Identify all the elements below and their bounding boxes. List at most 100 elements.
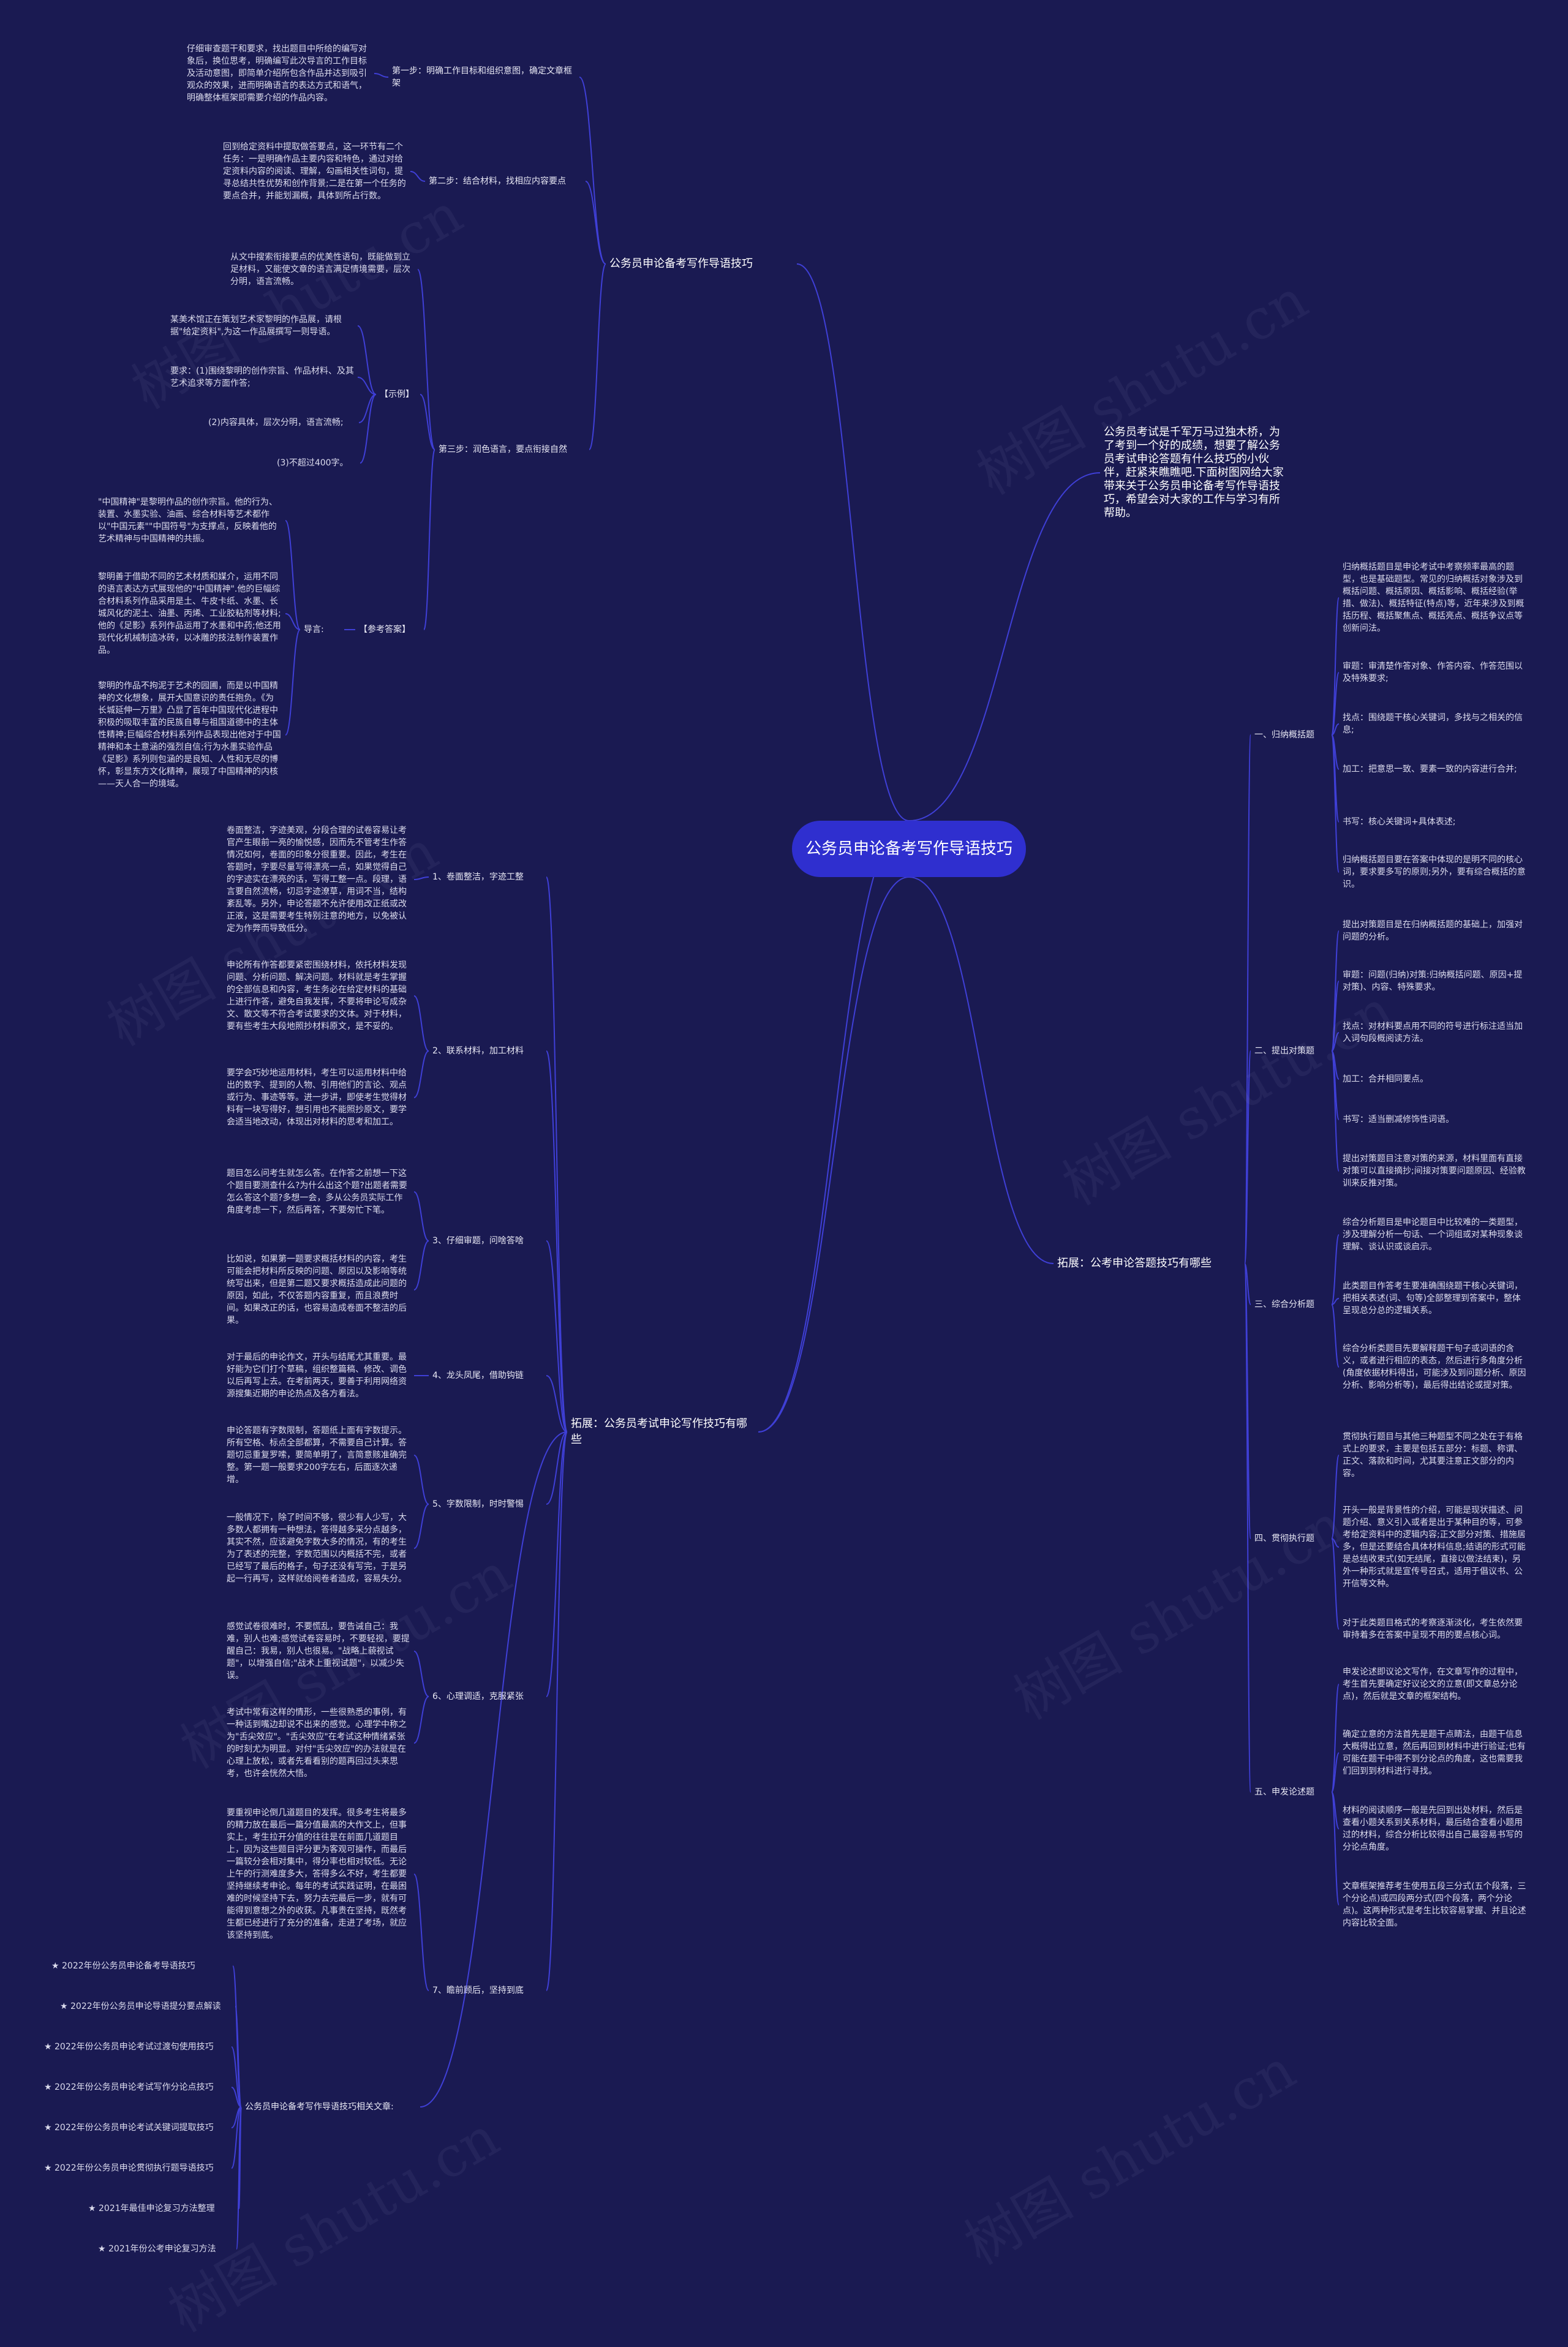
tip4-label[interactable]: 4、龙头凤尾，借助钩链 — [432, 1371, 524, 1381]
answer-para-2: 黎明善于借助不同的艺术材质和媒介，运用不同的语言表达方式展现他的"中国精神".他… — [98, 572, 281, 655]
link-line — [236, 2106, 242, 2250]
link-line — [1331, 981, 1340, 1052]
link-line — [285, 629, 301, 736]
step2-label[interactable]: 第二步：结合材料，找相应内容要点 — [429, 176, 566, 186]
type5-item-4: 文章框架推荐考生使用五段三分式(五个段落，三个分论点)或四段两分式(四个段落，两… — [1343, 1882, 1526, 1928]
related-link-3[interactable]: ★ 2022年份公务员申论考试过渡句使用技巧 — [44, 2042, 214, 2052]
link-line — [413, 1874, 429, 1991]
step3-label[interactable]: 第三步：润色语言，要点衔接自然 — [439, 445, 567, 454]
root-link — [758, 876, 910, 1433]
related-link-2[interactable]: ★ 2022年份公务员申论导语提分要点解读 — [60, 2002, 221, 2011]
type1-item-4: 加工：把意思一致、要素一致的内容进行合并; — [1343, 764, 1517, 774]
link-line — [1244, 1050, 1251, 1264]
link-line — [357, 325, 377, 395]
link-line — [589, 263, 606, 450]
related-link-7[interactable]: ★ 2021年最佳申论复习方法整理 — [88, 2204, 215, 2213]
connector-lines — [231, 73, 1340, 2250]
link-line — [423, 449, 435, 630]
tip4-text-1: 对于最后的申论作文，开头与结尾尤其重要。最好能为它们打个草稿，组织整篇稿、修改、… — [227, 1352, 407, 1399]
link-line — [413, 1191, 429, 1241]
tip5-label[interactable]: 5、字数限制，时时警惕 — [432, 1499, 524, 1509]
link-line — [1331, 1684, 1340, 1793]
link-line — [360, 394, 377, 464]
answer-para-3: 黎明的作品不拘泥于艺术的园圃，而是以中国精神的文化想象，展开大国意识的责任抱负。… — [98, 681, 281, 789]
tip5-text-1: 申论答题有字数限制，答题纸上面有字数提示。所有空格、标点全部都算，不需要自己计算… — [227, 1426, 407, 1485]
step1-label[interactable]: 第一步：明确工作目标和组织意图，确定文章框架 — [392, 66, 572, 88]
link-line — [285, 520, 301, 630]
type1-item-6: 归纳概括题目要在答案中体现的是明不同的核心词，要求要多写的原则;另外，要有综合概… — [1343, 855, 1526, 889]
branch-answer-skills[interactable]: 拓展：公考申论答题技巧有哪些 — [1057, 1257, 1212, 1270]
type4-label[interactable]: 四、贯彻执行题 — [1254, 1534, 1314, 1543]
link-line — [1244, 1263, 1251, 1793]
type5-label[interactable]: 五、申发论述题 — [1254, 1787, 1314, 1797]
guide-label[interactable]: 导言: — [304, 625, 324, 635]
tip2-text-2: 要学会巧妙地运用材料，考生可以运用材料中给出的数字、提到的人物、引用他们的言论、… — [227, 1068, 407, 1127]
type4-item-2: 开头一般是背景性的介绍，可能是现状描述、问题介绍、意义引入或者是出于某种目的等，… — [1343, 1505, 1526, 1589]
answer-label[interactable]: 【参考答案】 — [359, 625, 410, 635]
type2-label[interactable]: 二、提出对策题 — [1254, 1046, 1314, 1056]
type1-label[interactable]: 一、归纳概括题 — [1254, 730, 1314, 740]
branch-writing-skills[interactable]: 拓展：公务员考试申论写作技巧有哪些 — [571, 1417, 747, 1446]
link-line — [420, 1431, 568, 2108]
step1-text: 仔细审查题干和要求，找出题目中所给的编写对象后，换位思考，明确编写此次导言的工作… — [187, 44, 367, 103]
link-line — [1331, 1752, 1340, 1793]
type2-item-5: 书写：适当删减修饰性词语。 — [1343, 1115, 1454, 1125]
related-link-6[interactable]: ★ 2022年份公务员申论贯彻执行题导语技巧 — [44, 2163, 214, 2173]
example-item-1: 某美术馆正在策划艺术家黎明的作品展，请根据"给定资料",为这一作品展撰写一则导语… — [170, 315, 342, 337]
type5-item-2: 确定立意的方法首先是题干点睛法，由题干信息大概得出立意，然后再回到材料中进行验证… — [1343, 1730, 1526, 1776]
type3-item-3: 综合分析类题目先要解释题干句子或词语的含义，或者进行相应的表态，然后进行多角度分… — [1343, 1344, 1526, 1390]
link-line — [285, 613, 301, 630]
link-line — [546, 1375, 568, 1433]
link-line — [420, 394, 435, 450]
link-line — [413, 1455, 429, 1505]
link-line — [1331, 1455, 1340, 1539]
link-line — [413, 995, 429, 1052]
tip7-label[interactable]: 7、瞻前顾后，坚持到底 — [432, 1986, 524, 1995]
link-line — [546, 1050, 568, 1433]
related-link-4[interactable]: ★ 2022年份公务员申论考试写作分论点技巧 — [44, 2082, 214, 2092]
link-line — [1331, 1791, 1340, 1905]
tip2-label[interactable]: 2、联系材料，加工材料 — [432, 1046, 524, 1056]
link-line — [1331, 1298, 1340, 1305]
example-item-3: (2)内容具体，层次分明，语言流畅; — [208, 418, 344, 428]
intro-text: 公务员考试是千军万马过独木桥，为了考到一个好的成绩，想要了解公务员考试申论答题有… — [1104, 426, 1284, 519]
link-line — [374, 73, 389, 78]
tip5-text-2: 一般情况下，除了时间不够，很少有人少写，大多数人都拥有一种想法，答得越多采分点越… — [227, 1513, 407, 1584]
link-line — [1331, 672, 1340, 736]
branch-writing-tips[interactable]: 公务员申论备考写作导语技巧 — [609, 257, 753, 270]
type2-item-2: 审题：问题(归纳)对策:归纳概括问题、原因+提对策)、内容、特殊要求。 — [1343, 970, 1523, 992]
link-line — [235, 2006, 242, 2108]
tip2-text-1: 申论所有作答都要紧密围绕材料，依托材料发现问题、分析问题、解决问题。材料就是考生… — [227, 960, 407, 1031]
link-line — [1331, 1032, 1340, 1052]
type3-item-2: 此类题目作答考生要准确围绕题干核心关键词，把相关表述(词、句等)全部整理到答案中… — [1343, 1281, 1523, 1316]
link-line — [413, 1696, 429, 1744]
link-line — [546, 1240, 568, 1433]
link-line — [410, 171, 426, 182]
link-line — [546, 1431, 568, 1991]
root-link — [796, 263, 910, 821]
example-label[interactable]: 【示例】 — [380, 390, 414, 399]
related-link-8[interactable]: ★ 2021年份公考申论复习方法 — [98, 2244, 216, 2254]
tip3-text-1: 题目怎么问考生就怎么答。在作答之前想一下这个题目要测查什么?为什么出这个题?出题… — [227, 1169, 407, 1215]
link-line — [579, 77, 606, 265]
link-line — [231, 2046, 242, 2108]
link-line — [1331, 1234, 1340, 1305]
link-line — [231, 2106, 242, 2169]
related-link-1[interactable]: ★ 2022年份公务员申论备考导语技巧 — [51, 1961, 195, 1971]
tip6-text-1: 感觉试卷很难时，不要慌乱，要告诫自己：我难，别人也难;感觉试卷容易时，不要轻视，… — [227, 1622, 410, 1681]
root-link — [908, 472, 1101, 821]
tip6-label[interactable]: 6、心理调适，克服紧张 — [432, 1692, 524, 1701]
link-line — [413, 1504, 429, 1549]
type3-label[interactable]: 三、综合分析题 — [1254, 1300, 1314, 1309]
type1-item-3: 找点：围绕题干核心关键词，多找与之相关的信息; — [1343, 713, 1523, 735]
tip1-label[interactable]: 1、卷面整洁，字迹工整 — [432, 872, 524, 882]
related-label[interactable]: 公务员申论备考写作导语技巧相关文章: — [245, 2102, 394, 2112]
link-line — [585, 181, 606, 265]
root-node[interactable]: 公务员申论备考写作导语技巧 — [792, 821, 1026, 877]
link-line — [546, 1431, 568, 1697]
tip3-label[interactable]: 3、仔细审题，问啥答啥 — [432, 1236, 524, 1246]
type5-item-1: 申发论述即议论文写作，在文章写作的过程中，考生首先要确定好议论文的立意(即文章总… — [1343, 1667, 1523, 1701]
type3-item-1: 综合分析题目是申论题目中比较难的一类题型，涉及理解分析一句话、一个词组或对某种现… — [1343, 1218, 1523, 1252]
related-link-5[interactable]: ★ 2022年份公务员申论考试关键词提取技巧 — [44, 2123, 214, 2133]
